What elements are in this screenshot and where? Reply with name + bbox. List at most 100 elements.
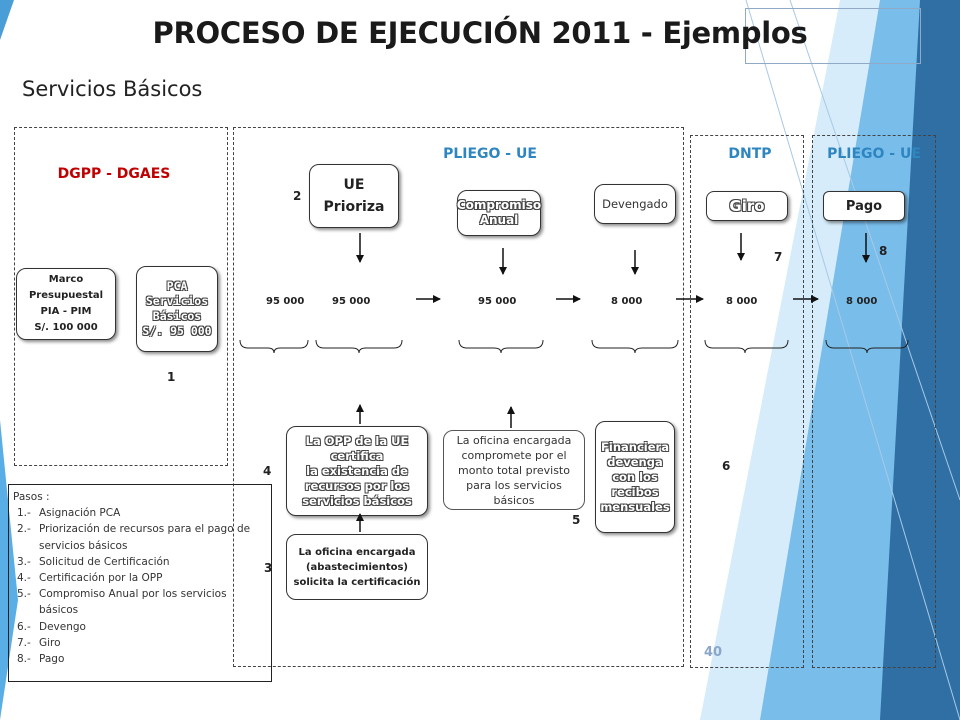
pasos-item-number: 4.- bbox=[17, 572, 31, 585]
page-subtitle: Servicios Básicos bbox=[22, 77, 203, 101]
pca-line-1: PCA bbox=[166, 279, 188, 293]
opp-certifica-box: La OPP de la UE certifica la existencia … bbox=[286, 426, 428, 516]
oficina-compromete-box: La oficina encargada compromete por el m… bbox=[443, 430, 585, 510]
pca-line-2: Servicios bbox=[145, 294, 209, 308]
oficina-comp-line-1: La oficina encargada bbox=[456, 433, 572, 447]
amount-2: 95 000 bbox=[332, 296, 371, 307]
step-number-7: 7 bbox=[774, 250, 783, 264]
oficina-cert-line-3: solicita la certificación bbox=[293, 576, 421, 588]
opp-line-1: La OPP de la UE certifica bbox=[305, 433, 409, 463]
ue-prioriza-line-1: UE bbox=[343, 177, 365, 193]
oficina-solicita-box: La oficina encargada (abastecimientos) s… bbox=[286, 534, 428, 600]
oficina-cert-line-2: (abastecimientos) bbox=[305, 561, 409, 573]
step-number-6: 6 bbox=[722, 459, 731, 473]
marco-presupuestal-box: Marco Presupuestal PIA - PIM S/. 100 000 bbox=[16, 268, 116, 340]
pasos-item-number: 5.- bbox=[17, 588, 31, 601]
amount-3: 95 000 bbox=[478, 296, 517, 307]
region-label-dgpp: DGPP - DGAES bbox=[57, 166, 171, 182]
financiera-line-3: con los bbox=[612, 469, 658, 484]
compromiso-line-1: Compromiso bbox=[456, 198, 542, 212]
brace-3 bbox=[458, 339, 544, 354]
financiera-line-4: recibos bbox=[611, 484, 659, 499]
pasos-list-box: Pasos : 1.- Asignación PCA 2.-Priorizació… bbox=[8, 484, 272, 682]
pca-line-3: Básicos bbox=[152, 309, 202, 323]
brace-5 bbox=[704, 339, 789, 354]
opp-line-2: la existencia de bbox=[306, 463, 408, 478]
right-dark-band bbox=[880, 0, 960, 720]
step-number-1: 1 bbox=[167, 370, 176, 384]
pasos-item-text: Compromiso Anual por los servicios básic… bbox=[39, 588, 227, 617]
devengado-box: Devengado bbox=[594, 184, 676, 224]
pasos-item-text: Devengo bbox=[39, 620, 86, 633]
pasos-item-number: 6.- bbox=[17, 620, 31, 633]
amount-5: 8 000 bbox=[726, 296, 758, 307]
pasos-item: 8.- Pago bbox=[13, 651, 267, 667]
pca-line-4: S/. 95 000 bbox=[142, 324, 212, 338]
brace-2 bbox=[315, 339, 403, 354]
region-label-dntp: DNTP bbox=[728, 146, 772, 162]
financiera-devenga-box: Financiera devenga con los recibos mensu… bbox=[595, 421, 675, 533]
amount-6: 8 000 bbox=[846, 296, 878, 307]
region-dntp bbox=[690, 135, 804, 668]
pasos-item-number: 1.- bbox=[17, 507, 31, 520]
pasos-item-text: Priorización de recursos para el pago de… bbox=[39, 523, 251, 552]
pasos-header: Pasos : bbox=[13, 491, 50, 503]
pasos-item: 1.- Asignación PCA bbox=[13, 505, 267, 521]
region-pliego bbox=[233, 127, 684, 667]
compromiso-line-2: Anual bbox=[479, 213, 519, 227]
pasos-item-text: Solicitud de Certificación bbox=[39, 555, 170, 568]
step-number-2: 2 bbox=[293, 189, 302, 203]
deco-line-2 bbox=[789, 0, 960, 501]
oficina-comp-line-2: compromete por el bbox=[461, 448, 567, 462]
region-label-pliego: PLIEGO - UE bbox=[443, 146, 537, 162]
region-dgpp bbox=[14, 127, 228, 466]
opp-line-3: recursos por los bbox=[304, 478, 410, 493]
brace-4 bbox=[591, 339, 679, 354]
oficina-comp-line-5: básicos bbox=[493, 493, 535, 507]
pasos-item-text: Pago bbox=[39, 653, 65, 666]
pasos-item-text: Giro bbox=[39, 636, 61, 649]
financiera-line-1: Financiera bbox=[601, 439, 669, 454]
brace-1 bbox=[239, 339, 309, 354]
financiera-line-5: mensuales bbox=[600, 499, 670, 514]
brace-6 bbox=[825, 339, 909, 354]
left-bottom-band bbox=[0, 420, 18, 720]
pasos-item: 6.- Devengo bbox=[13, 619, 267, 635]
oficina-cert-line-1: La oficina encargada bbox=[298, 546, 416, 558]
step-number-5: 5 bbox=[572, 513, 581, 527]
page-number: 40 bbox=[704, 645, 723, 660]
pasos-item: 2.-Priorización de recursos para el pago… bbox=[13, 521, 267, 553]
marco-line-2: Presupuestal bbox=[28, 290, 104, 301]
region-pliego2 bbox=[812, 135, 936, 668]
oficina-comp-line-3: monto total previsto bbox=[458, 463, 570, 477]
pasos-item: 4.-Certificación por la OPP bbox=[13, 570, 267, 586]
marco-line-3: PIA - PIM bbox=[40, 306, 92, 317]
pago-box: Pago bbox=[823, 191, 905, 221]
deco-line-1 bbox=[745, 0, 960, 720]
opp-line-4: servicios básicos bbox=[302, 493, 412, 508]
step-number-8: 8 bbox=[879, 244, 888, 258]
step-number-4: 4 bbox=[263, 464, 272, 478]
pca-box: PCA Servicios Básicos S/. 95 000 bbox=[136, 266, 218, 352]
pasos-item-number: 8.- bbox=[17, 653, 31, 666]
region-label-pliego2: PLIEGO - UE bbox=[827, 146, 921, 162]
marco-line-4: S/. 100 000 bbox=[34, 322, 98, 333]
pasos-item: 5.- Compromiso Anual por los servicios bá… bbox=[13, 586, 267, 618]
oficina-comp-line-4: para los servicios bbox=[466, 478, 562, 492]
compromiso-anual-box: Compromiso Anual bbox=[457, 190, 541, 236]
ue-prioriza-box: UE Prioriza bbox=[309, 164, 399, 228]
amount-1: 95 000 bbox=[266, 296, 305, 307]
left-top-band bbox=[0, 0, 14, 40]
pasos-item: 3.-Solicitud de Certificación bbox=[13, 554, 267, 570]
pasos-item: 7.-Giro bbox=[13, 635, 267, 651]
financiera-line-2: devenga bbox=[607, 454, 663, 469]
title-frame bbox=[745, 8, 921, 64]
marco-line-1: Marco bbox=[48, 274, 84, 285]
step-number-3: 3 bbox=[264, 561, 273, 575]
ue-prioriza-line-2: Prioriza bbox=[323, 199, 385, 215]
amount-4: 8 000 bbox=[611, 296, 643, 307]
pasos-item-text: Asignación PCA bbox=[39, 507, 121, 520]
giro-box: Giro bbox=[706, 191, 788, 221]
